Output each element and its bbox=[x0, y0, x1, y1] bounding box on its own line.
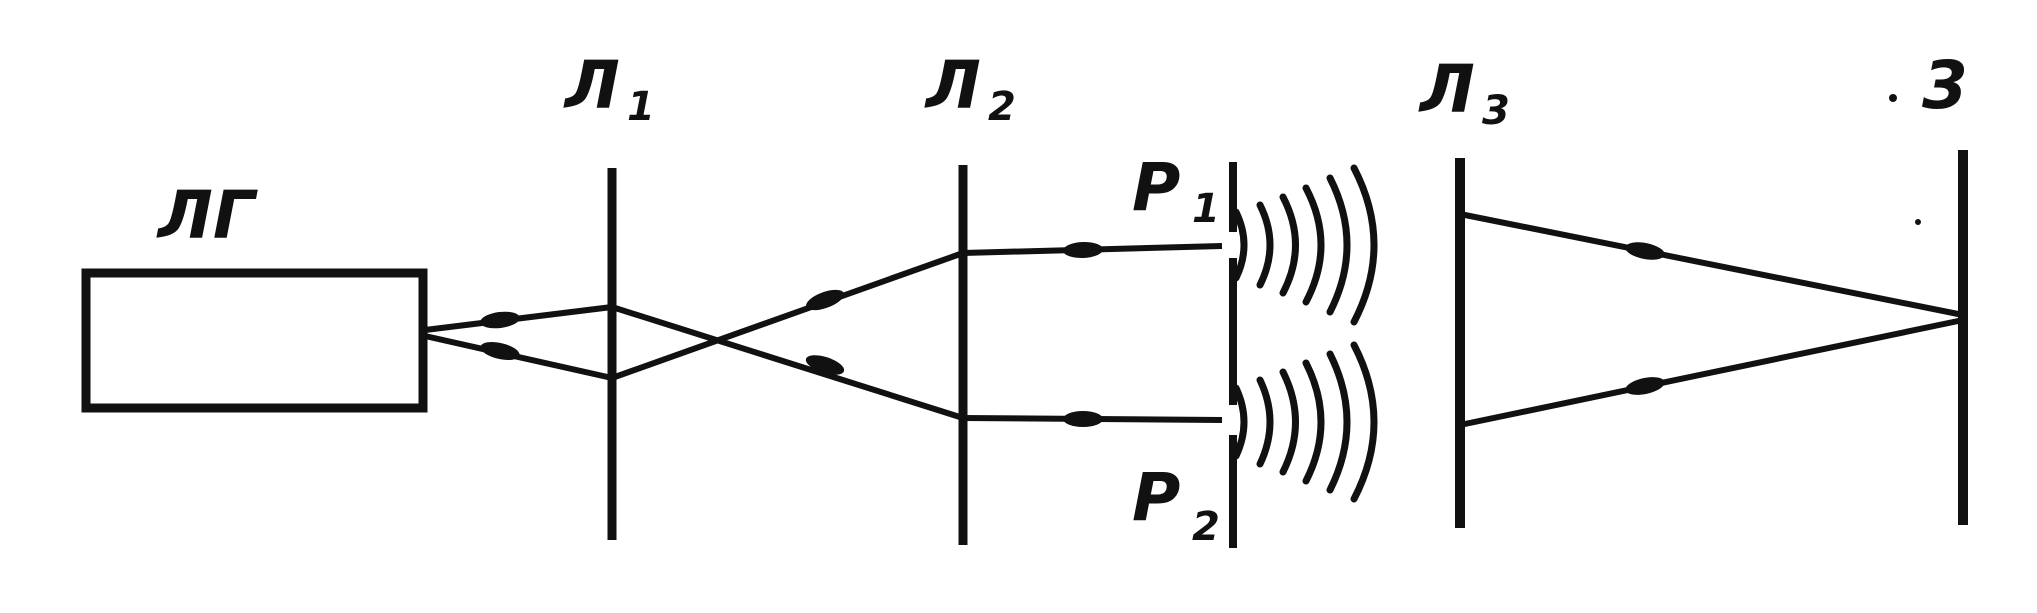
speck bbox=[1915, 219, 1921, 225]
svg-text:Л: Л bbox=[924, 47, 981, 124]
svg-text:3: 3 bbox=[1482, 88, 1510, 134]
label-lens3: Л 3 bbox=[1418, 51, 1510, 134]
direction-arrows bbox=[480, 241, 1665, 427]
label-slit1: P 1 bbox=[1132, 149, 1220, 232]
svg-text:Л: Л bbox=[1418, 51, 1475, 128]
rays-lens1-to-lens2 bbox=[610, 250, 965, 421]
speck bbox=[1889, 94, 1897, 102]
rays-lens3-to-screen bbox=[1459, 211, 1964, 428]
arrow-mark bbox=[1625, 242, 1665, 260]
svg-text:1: 1 bbox=[627, 84, 655, 130]
label-screen: 3 bbox=[1922, 47, 1968, 124]
label-slit2: P 2 bbox=[1132, 459, 1220, 550]
arrow-mark bbox=[480, 311, 520, 329]
label-laser-generator: ЛГ bbox=[156, 177, 258, 254]
svg-text:Л: Л bbox=[563, 47, 620, 124]
svg-text:2: 2 bbox=[1192, 504, 1220, 550]
wavefronts-slit1 bbox=[1232, 164, 1378, 326]
rays-lens2-to-slits bbox=[962, 243, 1223, 423]
wavefronts-slit2 bbox=[1232, 341, 1378, 503]
arrow-mark bbox=[1063, 411, 1103, 427]
label-lens1: Л 1 bbox=[563, 47, 655, 130]
arrow-mark bbox=[806, 289, 844, 311]
arrow-mark bbox=[805, 355, 845, 375]
arrow-mark bbox=[480, 341, 520, 361]
arrow-mark bbox=[1625, 377, 1665, 395]
svg-text:1: 1 bbox=[1192, 186, 1220, 232]
svg-text:P: P bbox=[1132, 149, 1180, 226]
label-lens2: Л 2 bbox=[924, 47, 1016, 130]
laser-generator-box bbox=[81, 268, 428, 413]
arrow-mark bbox=[1063, 241, 1103, 259]
svg-text:P: P bbox=[1132, 459, 1180, 536]
svg-text:2: 2 bbox=[988, 84, 1016, 130]
